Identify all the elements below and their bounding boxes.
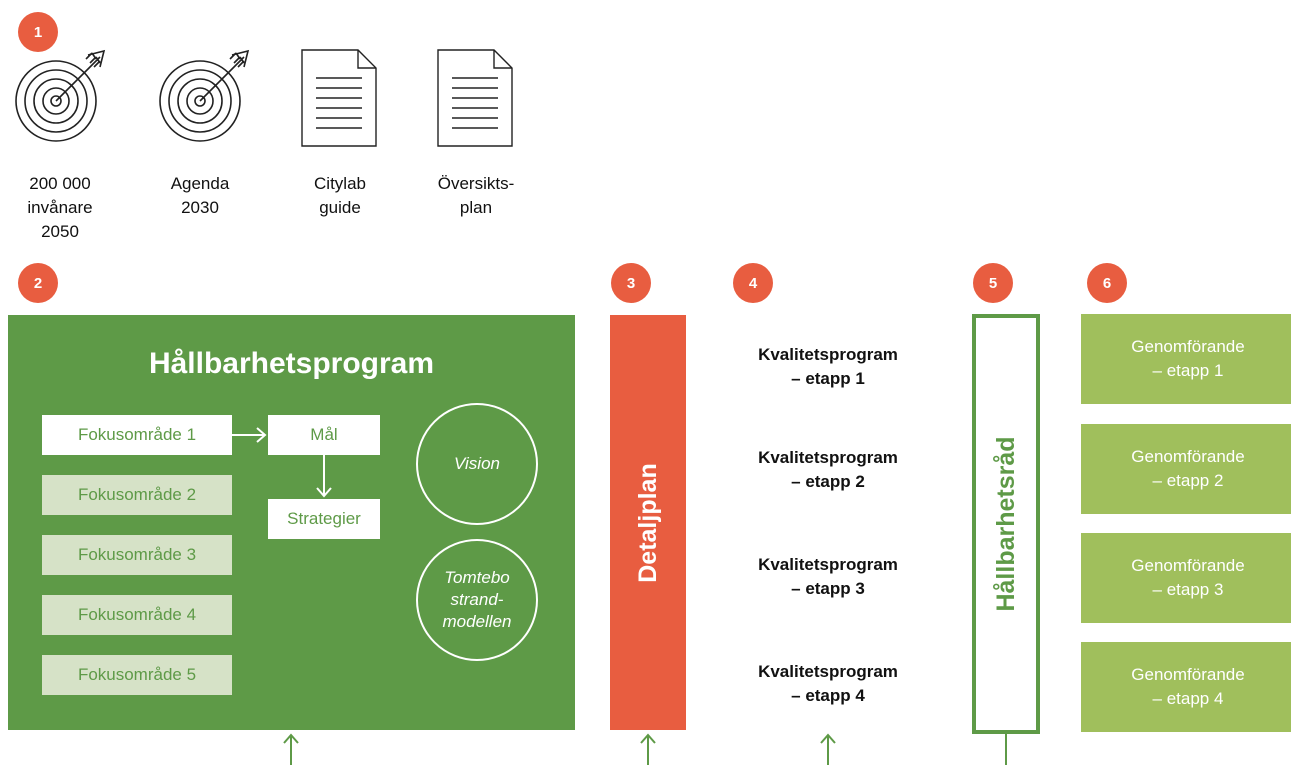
step-badge-1: 1 <box>18 12 58 52</box>
step-badge-5: 5 <box>973 263 1013 303</box>
quality-program-stage-1: Kvalitetsprogram – etapp 1 <box>758 345 898 388</box>
implementation-stage-1: Genomförande – etapp 1 <box>1081 314 1291 404</box>
target-icon <box>159 49 250 142</box>
implementation-stage-4: Genomförande – etapp 4 <box>1081 642 1291 732</box>
focus-area-2: Fokusområde 2 <box>42 475 232 515</box>
document-icon <box>301 49 377 147</box>
quality-program-stage-2: Kvalitetsprogram – etapp 2 <box>758 448 898 491</box>
step-badge-6: 6 <box>1087 263 1127 303</box>
quality-program-stage-4: Kvalitetsprogram – etapp 4 <box>758 662 898 705</box>
detailed-plan-bar <box>610 315 686 730</box>
focus-area-4: Fokusområde 4 <box>42 595 232 635</box>
focus-area-5: Fokusområde 5 <box>42 655 232 695</box>
step-badge-3: 3 <box>611 263 651 303</box>
model-circle: Tomtebo strand- modellen <box>416 539 538 661</box>
quality-program-stage-3: Kvalitetsprogram – etapp 3 <box>758 555 898 598</box>
document-icon <box>437 49 513 147</box>
vision-circle: Vision <box>416 403 538 525</box>
input-label-oversiktsplan: Översikts- plan <box>437 174 515 217</box>
step-badge-2: 2 <box>18 263 58 303</box>
input-label-citylab: Citylab guide <box>314 174 366 217</box>
target-icon <box>15 49 106 142</box>
implementation-stage-2: Genomförande – etapp 2 <box>1081 424 1291 514</box>
input-label-agenda: Agenda 2030 <box>170 174 230 217</box>
program-title: Hållbarhetsprogram <box>148 347 435 380</box>
focus-area-3: Fokusområde 3 <box>42 535 232 575</box>
implementation-stage-3: Genomförande – etapp 3 <box>1081 533 1291 623</box>
goal-box: Mål <box>268 415 380 455</box>
program-connectors <box>232 427 332 498</box>
sustainability-council-box <box>972 314 1040 734</box>
focus-area-1: Fokusområde 1 <box>42 415 232 455</box>
strategies-box: Strategier <box>268 499 380 539</box>
step-badge-4: 4 <box>733 263 773 303</box>
input-label-population: 200 000 invånare 2050 <box>27 174 93 241</box>
sustainability-program-panel: Hållbarhetsprogram Fokusområde 1 Fokusom… <box>8 315 575 730</box>
